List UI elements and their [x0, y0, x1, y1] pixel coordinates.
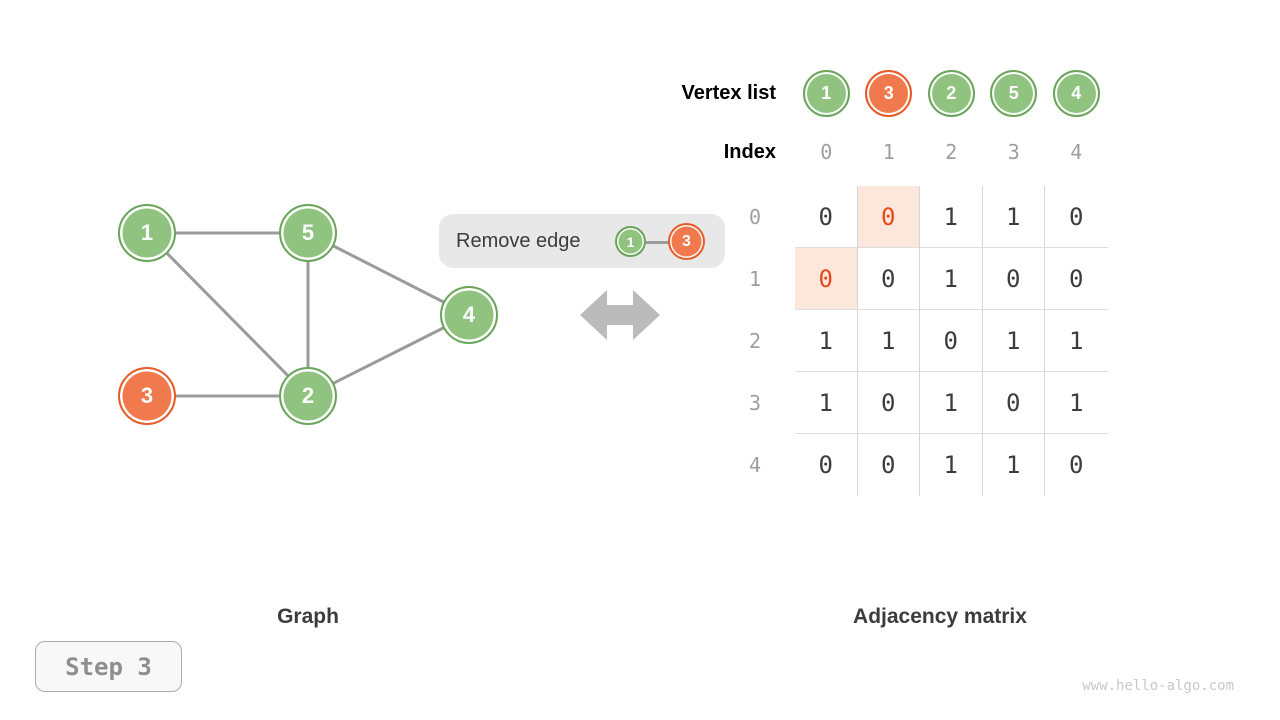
matrix-row-label-1: 1 [748, 267, 762, 291]
matrix-cell-3-0: 1 [795, 372, 858, 434]
matrix-cell-2-1: 1 [857, 310, 920, 372]
vertex-circle-2: 2 [927, 69, 975, 117]
graph-node-3: 3 [118, 367, 176, 425]
index-value-0: 0 [820, 140, 833, 164]
matrix-cell-3-1: 0 [857, 372, 920, 434]
matrix-cell-4-0: 0 [795, 434, 858, 496]
matrix-cell-3-3: 0 [982, 372, 1045, 434]
swap-arrow-icon [580, 290, 660, 340]
matrix-cell-2-2: 0 [920, 310, 983, 372]
vertex-circle-3: 3 [865, 69, 913, 117]
graph-node-4: 4 [440, 286, 498, 344]
matrix-cell-0-1: 0 [857, 186, 920, 248]
index-value-2: 2 [945, 140, 958, 164]
matrix-cell-4-2: 1 [920, 434, 983, 496]
vertex-circle-1: 1 [802, 69, 850, 117]
operation-from-node: 1 [615, 226, 646, 257]
graph-edge-2-4 [307, 313, 470, 398]
matrix-cell-1-0: 0 [795, 248, 858, 310]
graph-node-1: 1 [118, 204, 176, 262]
matrix-caption: Adjacency matrix [853, 605, 1027, 628]
matrix-row-label-3: 3 [748, 391, 762, 415]
operation-box: Remove edge 1 3 [439, 214, 725, 268]
matrix-cell-2-3: 1 [982, 310, 1045, 372]
graph-caption: Graph [277, 605, 339, 628]
vertex-list-label: Vertex list [681, 82, 776, 104]
operation-label: Remove edge [456, 229, 581, 252]
operation-edge-line [644, 241, 672, 244]
index-value-1: 1 [882, 140, 895, 164]
matrix-cell-1-3: 0 [982, 248, 1045, 310]
vertex-circle-5: 5 [990, 69, 1038, 117]
graph-node-2: 2 [279, 367, 337, 425]
matrix-cell-3-4: 1 [1045, 372, 1108, 434]
index-value-4: 4 [1070, 140, 1083, 164]
vertex-circle-4: 4 [1052, 69, 1100, 117]
matrix-row-label-2: 2 [748, 329, 762, 353]
matrix-row-label-4: 4 [748, 453, 762, 477]
matrix-cell-4-1: 0 [858, 434, 920, 496]
operation-to-node: 3 [668, 223, 705, 260]
matrix-cell-2-4: 1 [1045, 310, 1108, 372]
graph-node-5: 5 [279, 204, 337, 262]
matrix-cell-0-2: 1 [920, 186, 983, 248]
matrix-cell-3-2: 1 [920, 372, 983, 434]
matrix-cell-1-2: 1 [920, 248, 983, 310]
matrix-cell-4-3: 1 [983, 434, 1045, 496]
matrix-cell-4-4: 0 [1069, 451, 1084, 479]
matrix-cell-1-1: 0 [857, 248, 920, 310]
watermark: www.hello-algo.com [1082, 678, 1234, 694]
matrix-cell-2-0: 1 [795, 310, 858, 372]
index-value-3: 3 [1007, 140, 1020, 164]
graph-edge-1-2 [145, 231, 310, 398]
matrix-row-label-0: 0 [748, 205, 762, 229]
matrix-cell-0-4: 0 [1045, 186, 1108, 248]
step-badge: Step 3 [35, 641, 182, 692]
index-label: Index [723, 141, 776, 163]
matrix-cell-0-3: 1 [982, 186, 1045, 248]
matrix-cell-0-0: 0 [795, 186, 858, 248]
matrix-cell-1-4: 0 [1045, 248, 1108, 310]
